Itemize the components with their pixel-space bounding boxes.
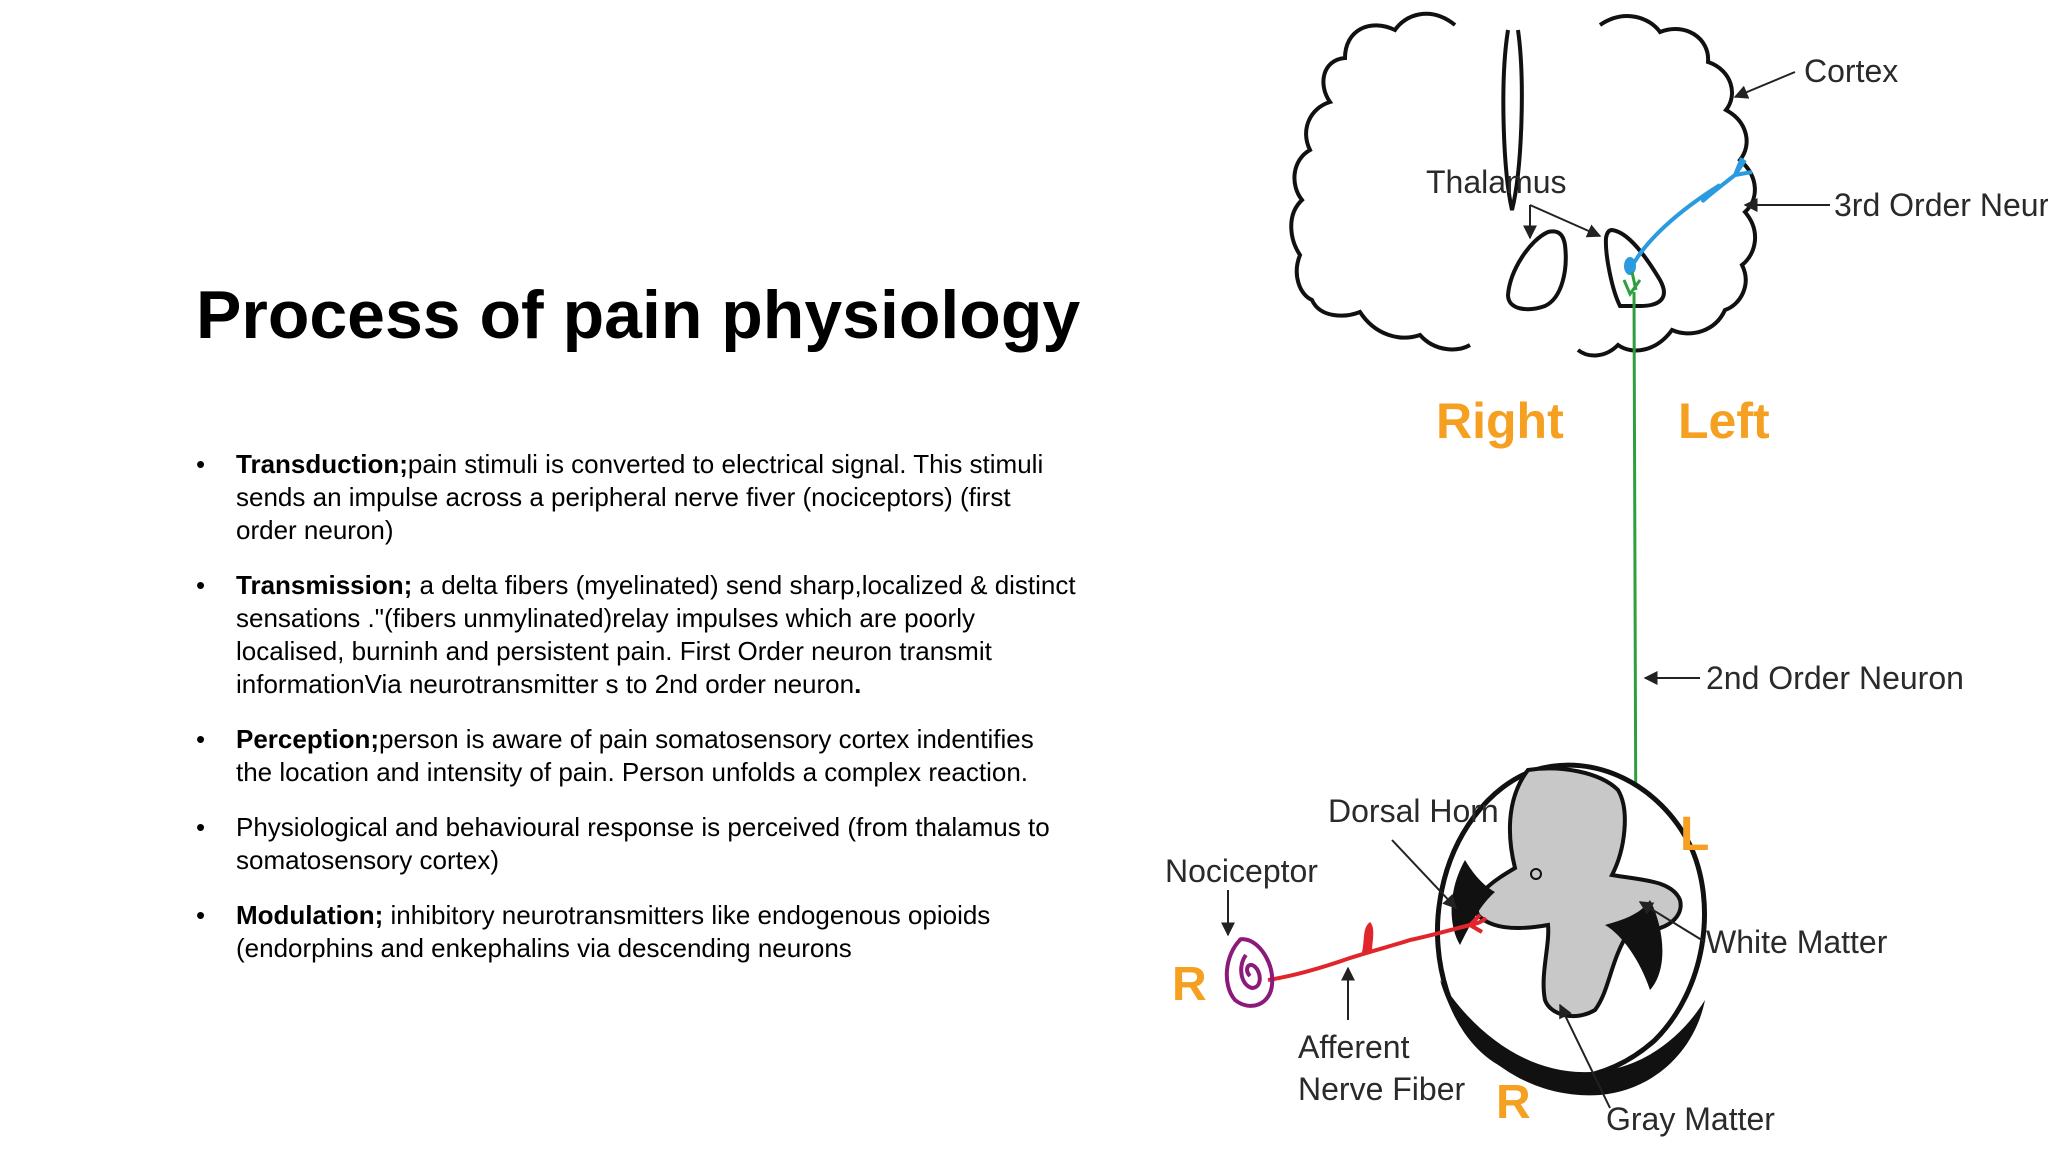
- slide-title: Process of pain physiology: [196, 277, 1081, 353]
- white-matter-arrow: [1638, 901, 1706, 943]
- bullet-text: inhibitory neurotransmitters like endoge…: [236, 900, 991, 963]
- bullet-text: a delta fibers (myelinated) send sharp,l…: [236, 570, 1076, 699]
- bullet-transmission: Transmission; a delta fibers (myelinated…: [196, 569, 1076, 701]
- thalamus-right: [1505, 229, 1568, 312]
- spinal-cord-dark-rim: [1440, 980, 1705, 1096]
- bullet-text: person is aware of pain somatosensory co…: [236, 724, 1034, 787]
- bullet-tail: .: [854, 669, 862, 699]
- left-hemisphere-outline: [1576, 14, 1758, 358]
- label-dorsal-horn: Dorsal Horn: [1328, 793, 1499, 829]
- spinal-cord-dark-rim-right: [1605, 900, 1663, 990]
- label-left: Left: [1678, 393, 1770, 449]
- pain-pathway-diagram: Cortex Thalamus 3rd Order Neuron Right L…: [1165, 11, 2048, 1137]
- bullet-transduction: Transduction;pain stimuli is converted t…: [196, 448, 1076, 547]
- label-nociceptor: Nociceptor: [1165, 853, 1318, 889]
- label-l: L: [1680, 808, 1709, 861]
- label-third-order-neuron: 3rd Order Neuron: [1834, 187, 2048, 223]
- bullet-term: Perception;: [236, 724, 380, 754]
- nociceptor-ending: [1224, 937, 1275, 1008]
- bullet-response: Physiological and behavioural response i…: [196, 811, 1076, 877]
- label-afferent: Afferent: [1298, 1029, 1410, 1065]
- spinal-cord-dark-rim-left: [1451, 860, 1495, 945]
- right-hemisphere-outline: [1289, 11, 1472, 352]
- third-order-neuron: [1628, 157, 1753, 271]
- label-gray-matter: Gray Matter: [1606, 1101, 1775, 1137]
- third-order-neuron-cell-body: [1624, 257, 1636, 275]
- afferent-nerve-fiber: [1267, 913, 1488, 982]
- bullet-perception: Perception;person is aware of pain somat…: [196, 723, 1076, 789]
- label-r-left: R: [1172, 958, 1207, 1011]
- bullet-term: Transduction;: [236, 449, 408, 479]
- afferent-cell-body: [1362, 922, 1374, 952]
- thalamus-left: [1603, 227, 1666, 308]
- bullet-modulation: Modulation; inhibitory neurotransmitters…: [196, 899, 1076, 965]
- gray-matter-arrow: [1559, 1003, 1611, 1109]
- label-right: Right: [1436, 393, 1564, 449]
- label-nerve-fiber: Nerve Fiber: [1298, 1071, 1466, 1107]
- cortex-arrow: [1733, 71, 1796, 99]
- label-white-matter: White Matter: [1706, 924, 1888, 960]
- label-second-order-neuron: 2nd Order Neuron: [1706, 660, 1964, 696]
- dorsal-horn-arrow: [1391, 839, 1457, 910]
- label-r-bottom: R: [1496, 1076, 1531, 1129]
- bullet-term: Modulation;: [236, 900, 384, 930]
- central-canal: [1530, 868, 1542, 880]
- thalamus-arrow-left: [1529, 204, 1602, 238]
- label-cortex: Cortex: [1804, 53, 1898, 89]
- bullet-text: Physiological and behavioural response i…: [236, 812, 1050, 875]
- bullet-list: Transduction;pain stimuli is converted t…: [196, 448, 1076, 987]
- longitudinal-fissure: [1501, 29, 1524, 211]
- bullet-text: pain stimuli is converted to electrical …: [236, 449, 1044, 545]
- label-thalamus: Thalamus: [1426, 164, 1567, 200]
- bullet-term: Transmission;: [236, 570, 413, 600]
